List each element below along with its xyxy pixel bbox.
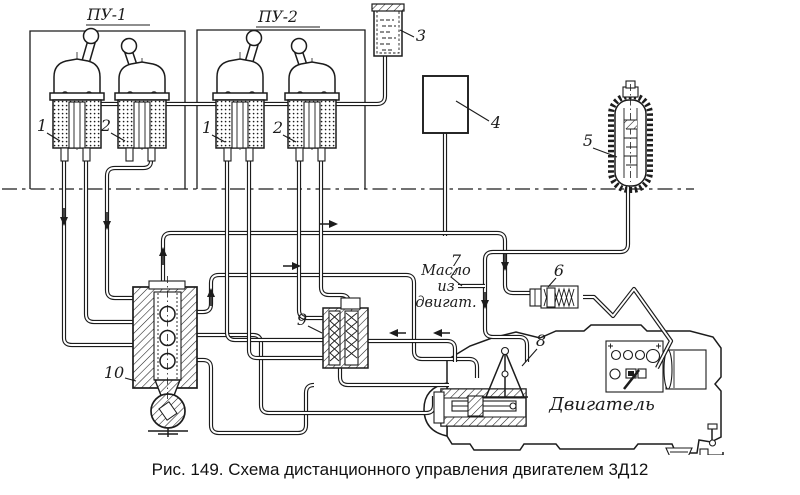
oil-annotation-line3: двигат. (415, 295, 476, 311)
control-unit-pu1-2 (114, 37, 170, 162)
callout-7: 7 (451, 251, 462, 270)
instrument-panel-gauges (608, 343, 661, 390)
callout-1b: 1 (202, 118, 212, 137)
control-unit-pu2-1 (212, 29, 268, 162)
figure-caption: Рис. 149. Схема дистанционного управлени… (151, 460, 649, 479)
air-accumulator (608, 80, 653, 193)
label-pu2: ПУ-2 (257, 8, 298, 26)
servo-actuator (433, 346, 528, 427)
instrument-panel (605, 340, 664, 393)
control-box (422, 75, 469, 134)
oil-tank (371, 3, 405, 57)
drain-valve (699, 423, 724, 455)
bell-crank-linkage (482, 346, 528, 398)
drain-funnel (665, 447, 693, 455)
callout-6: 6 (554, 261, 564, 280)
oil-annotation-line2: из (437, 279, 454, 295)
oil-annotation-line1: Масло (420, 263, 471, 279)
callout-2a: 2 (100, 116, 111, 135)
engine-label: Двигатель (548, 394, 655, 415)
control-unit-pu1-1 (49, 27, 105, 162)
valve-block-10 (132, 276, 198, 437)
control-unit-pu2-2 (284, 37, 340, 162)
callout-4: 4 (490, 113, 501, 132)
callout-5: 5 (583, 131, 593, 150)
control-post-pu1-box (29, 30, 186, 189)
schematic-canvas: ПУ-1 ПУ-2 1 2 1 2 3 4 5 6 7 8 9 10 Масло… (2, 3, 724, 455)
callout-leaders (46, 24, 618, 382)
callout-9: 9 (297, 310, 307, 329)
valve-block-9 (322, 297, 369, 369)
callout-2b: 2 (272, 118, 283, 137)
callout-8: 8 (536, 331, 546, 350)
label-pu1: ПУ-1 (86, 6, 127, 24)
control-post-pu2-box (196, 29, 366, 189)
flow-arrows (60, 208, 509, 337)
callout-3: 3 (416, 26, 426, 45)
shutoff-valve (529, 285, 579, 309)
callout-1a: 1 (37, 116, 47, 135)
starter-cylinder (665, 349, 707, 390)
callout-10: 10 (104, 363, 124, 382)
